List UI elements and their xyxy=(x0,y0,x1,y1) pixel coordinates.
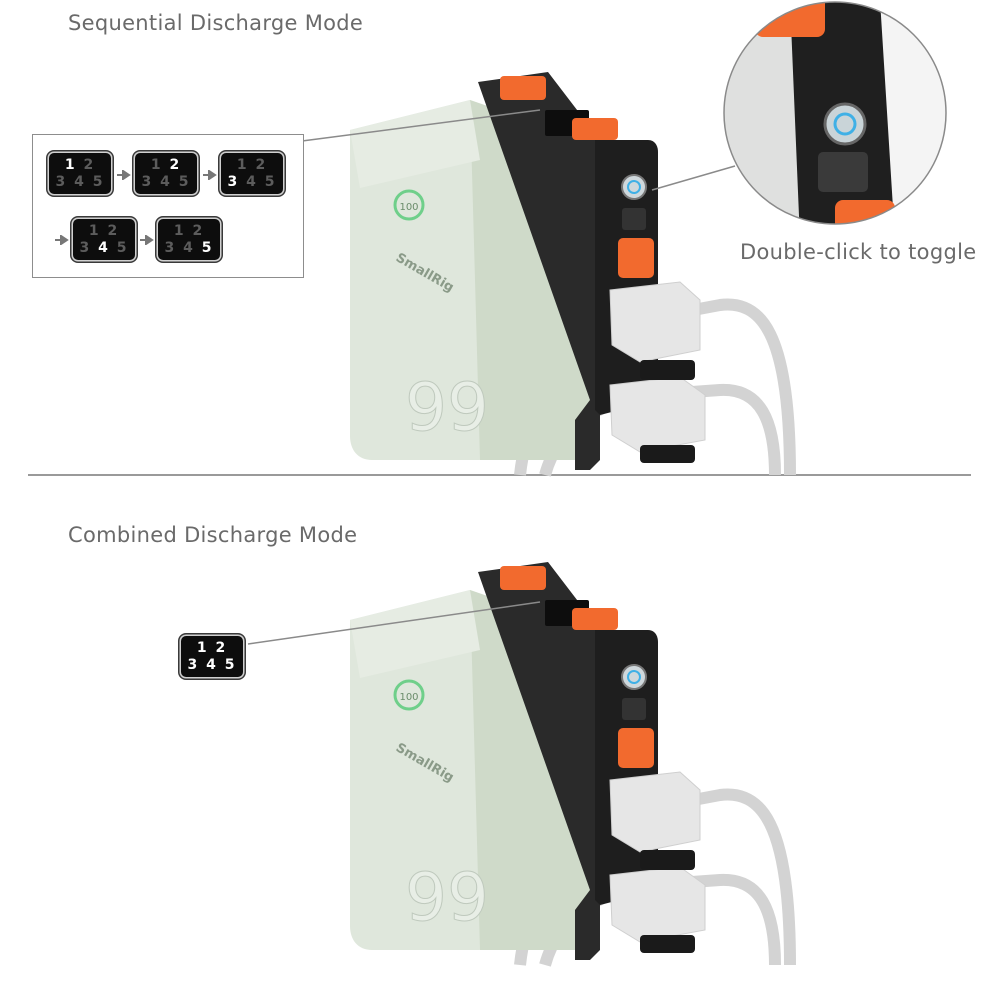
combined-badge: 1 2 3 4 5 xyxy=(181,636,243,677)
arrow-right-icon xyxy=(55,235,69,245)
device-combined xyxy=(350,562,790,965)
sequential-mode-title: Sequential Discharge Mode xyxy=(68,11,364,35)
callout-line-top xyxy=(301,109,541,142)
section-divider xyxy=(28,474,971,476)
sequence-panel: 1 2 3 4 5 1 2 3 4 5 1 2 3 4 5 1 2 3 4 5 … xyxy=(32,134,304,278)
sequence-badge-3: 1 2 3 4 5 xyxy=(221,153,283,194)
double-click-hint: Double-click to toggle xyxy=(740,240,977,264)
callout-line-zoom xyxy=(651,165,736,191)
sequence-badge-1: 1 2 3 4 5 xyxy=(49,153,111,194)
device-sequential xyxy=(350,72,790,475)
callout-line-bottom xyxy=(247,601,541,645)
sequence-badge-4: 1 2 3 4 5 xyxy=(73,219,135,260)
sequence-badge-5: 1 2 3 4 5 xyxy=(158,219,220,260)
arrow-right-icon xyxy=(117,170,131,180)
sequence-badge-2: 1 2 3 4 5 xyxy=(135,153,197,194)
button-zoom-inset xyxy=(723,1,947,225)
arrow-right-icon xyxy=(203,170,217,180)
combined-mode-title: Combined Discharge Mode xyxy=(68,523,358,547)
arrow-right-icon xyxy=(140,235,154,245)
